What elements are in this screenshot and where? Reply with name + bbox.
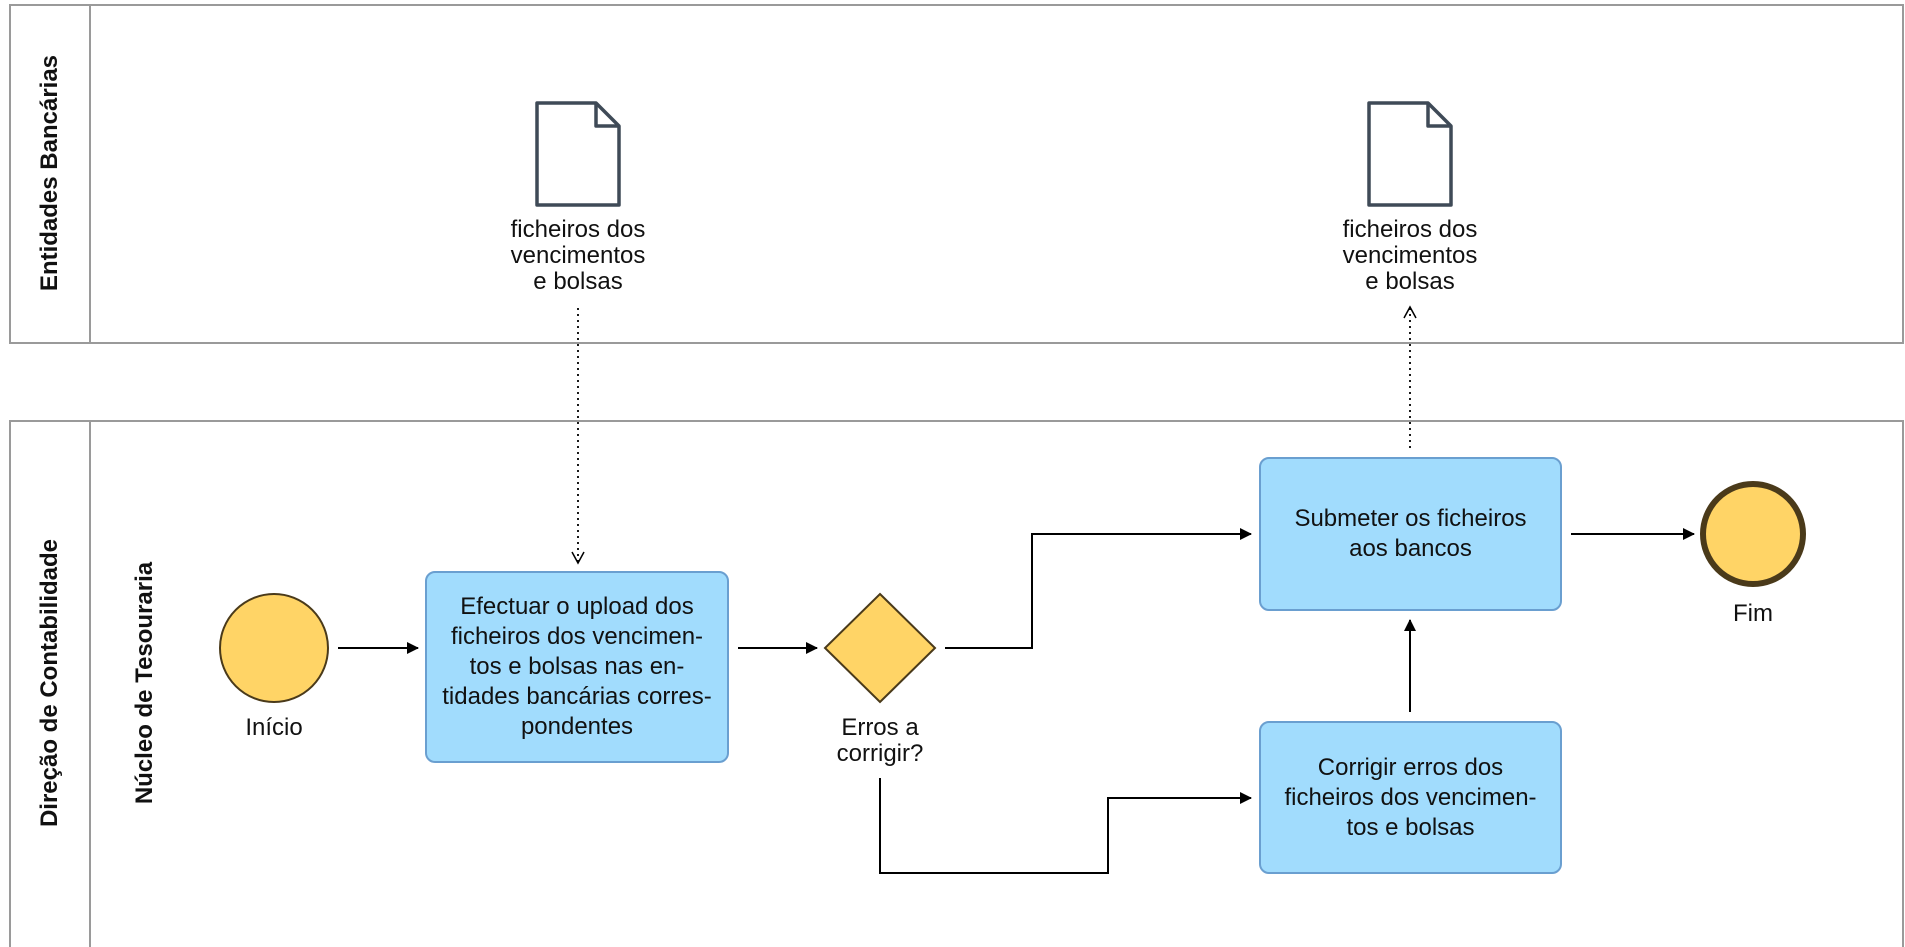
pool-direcao-contabilidade (9, 420, 1904, 947)
data-object-2-label: ficheiros dos vencimentos e bolsas (1342, 216, 1478, 295)
task-submit[interactable] (1259, 457, 1562, 611)
end-event-label: Fim (1733, 600, 1773, 627)
end-event[interactable] (1700, 481, 1806, 587)
data-object-1-label: ficheiros dos vencimentos e bolsas (510, 216, 646, 295)
start-event[interactable] (219, 593, 329, 703)
lane-title-nucleo-tesouraria: Núcleo de Tesouraria (131, 561, 158, 805)
flow-gateway-to-submit (945, 528, 1252, 649)
pool-title-direcao-contabilidade: Direção de Contabilidade (36, 538, 63, 828)
task-submit-label: Submeter os ficheiros aos bancos (1294, 505, 1527, 562)
task-fix-label: Corrigir erros dos ficheiros dos vencime… (1284, 753, 1537, 841)
task-upload-label: Efectuar o upload dos ficheiros dos venc… (442, 593, 712, 740)
gateway-label: Erros a corrigir? (836, 714, 924, 767)
flow-gateway-to-fix (879, 778, 1252, 874)
task-upload[interactable] (425, 571, 729, 763)
start-event-label: Início (245, 714, 303, 741)
data-object-2[interactable] (1367, 101, 1453, 207)
pool-entidades-bancarias (9, 4, 1904, 344)
pool-title-entidades-bancarias: Entidades Bancárias (36, 54, 63, 292)
data-object-1[interactable] (535, 101, 621, 207)
task-fix[interactable] (1259, 721, 1562, 874)
gateway-erros[interactable] (823, 592, 937, 704)
